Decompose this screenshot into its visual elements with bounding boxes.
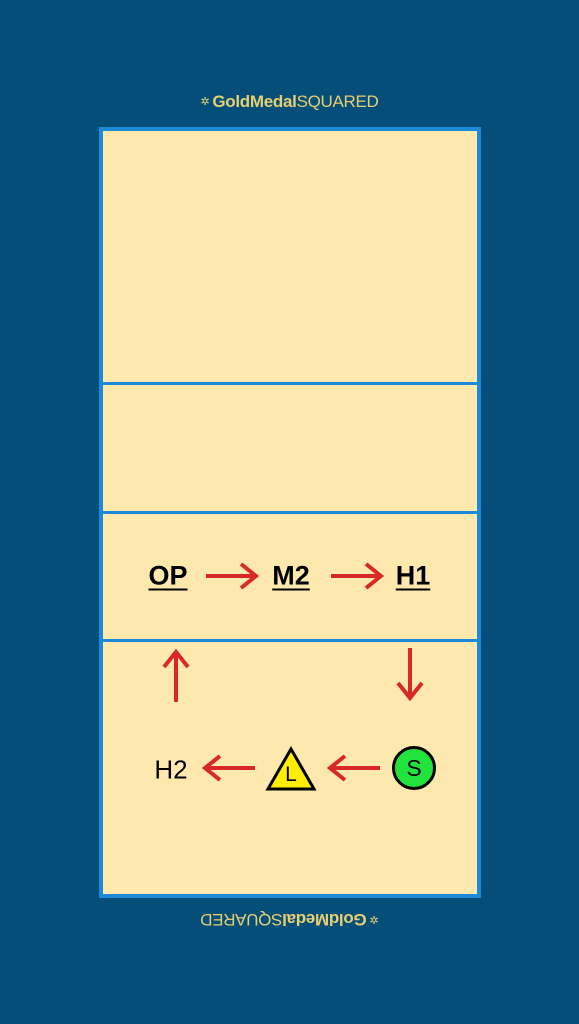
attack-line-far bbox=[103, 382, 477, 385]
player-libero: L bbox=[265, 746, 317, 792]
player-op: OP bbox=[148, 560, 188, 591]
player-h2: H2 bbox=[154, 754, 188, 785]
logo-bottom: ✲GoldMedalSQUARED bbox=[0, 909, 579, 929]
arrow-h1-to-setter bbox=[396, 648, 424, 702]
arrow-libero-to-h2 bbox=[201, 754, 255, 782]
libero-label: L bbox=[285, 763, 297, 786]
arrow-m2-to-h1 bbox=[331, 562, 385, 590]
libero-triangle-icon bbox=[265, 746, 317, 791]
logo-top: ✲GoldMedalSQUARED bbox=[0, 92, 579, 112]
logo-light-text: SQUARED bbox=[296, 92, 379, 111]
attack-line-near bbox=[103, 639, 477, 642]
arrow-op-to-m2 bbox=[206, 562, 260, 590]
player-h1: H1 bbox=[395, 560, 431, 591]
sparkle-icon: ✲ bbox=[200, 96, 210, 108]
net-line bbox=[103, 511, 477, 514]
player-m2: M2 bbox=[272, 560, 310, 591]
logo-bold-text: GoldMedal bbox=[212, 92, 297, 111]
sparkle-icon: ✲ bbox=[369, 913, 379, 925]
arrow-h2-to-op bbox=[162, 648, 190, 702]
logo-bold-text: GoldMedal bbox=[282, 910, 367, 929]
logo-light-text: SQUARED bbox=[200, 910, 283, 929]
arrow-setter-to-libero bbox=[326, 754, 380, 782]
player-setter: S bbox=[392, 746, 436, 790]
